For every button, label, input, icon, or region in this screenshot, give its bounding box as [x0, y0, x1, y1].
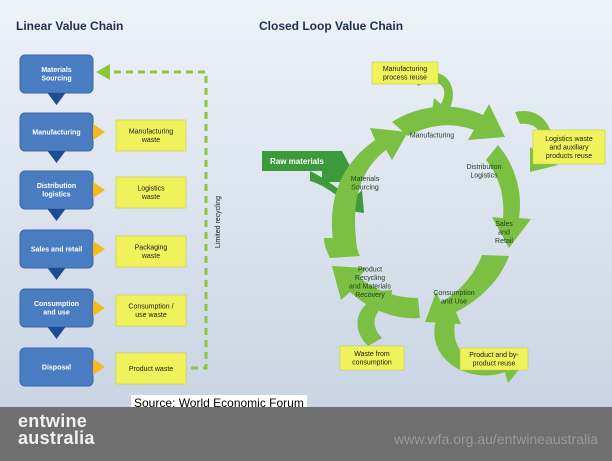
loop-arrow-materials: [331, 128, 408, 240]
loop-label-recycling: Recycling: [355, 275, 385, 282]
waste-pointer: [93, 182, 105, 198]
loop-label-sales: and: [498, 229, 510, 236]
manufacturing-reuse-arrow: [412, 72, 458, 124]
reuse-box: [532, 129, 606, 165]
reuse-box-product: Product and by-product reuse: [459, 347, 529, 371]
down-arrow: [47, 327, 66, 339]
reuse-label: Product and by-: [469, 352, 519, 359]
stage-label: and use: [43, 310, 70, 317]
waste-label: Product waste: [129, 366, 173, 373]
raw-materials-label: Raw materials: [270, 157, 324, 166]
stage-label: Distribution: [37, 183, 76, 190]
down-arrow: [47, 209, 66, 221]
reuse-label: and auxiliary: [549, 144, 589, 151]
stage-label: Sales and retail: [31, 246, 82, 253]
loop-label-distribution: Logistics: [470, 173, 498, 180]
waste-label: Packaging: [135, 245, 168, 252]
waste-box: [115, 176, 187, 209]
waste-label: Logistics: [137, 186, 165, 193]
reuse-box: [371, 61, 439, 85]
reuse-label: Waste from: [354, 351, 390, 358]
reuse-label: consumption: [352, 360, 392, 367]
entwine-logo: entwine australia: [18, 411, 95, 448]
loop-label-recycling: and Materials: [349, 284, 392, 291]
footer-url[interactable]: www.wfa.org.au/entwineaustralia: [394, 431, 598, 447]
linear-title: Linear Value Chain: [16, 19, 123, 33]
loop-label-materials: Sourcing: [351, 185, 379, 192]
raw-materials-arrow: [262, 151, 350, 182]
stage-label: Disposal: [42, 364, 71, 371]
reuse-label: process reuse: [383, 75, 427, 82]
down-arrow: [47, 93, 66, 105]
linear-stage-3: Sales and retail: [19, 229, 105, 280]
loop-label-distribution: Distribution: [466, 164, 501, 171]
logo-line-2: australia: [18, 428, 95, 448]
loop-label-manufacturing: Manufacturing: [410, 132, 454, 139]
loop-label-recycling: Product: [358, 267, 382, 274]
linear-stage-4: Consumption and use: [19, 288, 105, 339]
footer-bar: entwine australia www.wfa.org.au/entwine…: [0, 407, 612, 461]
stage-label: Materials: [41, 67, 71, 74]
reuse-label: Logistics waste: [545, 136, 593, 143]
waste-box: [115, 119, 187, 152]
waste-label: waste: [141, 137, 160, 144]
loop-label-sales: Retail: [495, 238, 513, 245]
linear-chain: MaterialsSourcingManufacturingDistributi…: [19, 54, 222, 387]
closed-loop-title: Closed Loop Value Chain: [259, 19, 403, 33]
reuse-box: [459, 347, 529, 371]
loop-arrow-manufacturing: [392, 104, 505, 140]
linear-waste-4: Product waste: [115, 352, 187, 385]
waste-label: waste: [141, 253, 160, 260]
logo-line-1: entwine: [18, 411, 88, 431]
loop-label-sales: Sales: [495, 221, 513, 228]
waste-pointer: [93, 300, 105, 316]
waste-box: [115, 294, 187, 327]
stage-label: logistics: [42, 192, 71, 199]
loop-label-recycling: Recovery: [355, 292, 385, 299]
loop-label-materials: Materials: [351, 176, 380, 183]
reuse-label: products reuse: [546, 153, 592, 160]
waste-label: Manufacturing: [129, 129, 173, 136]
waste-label: Consumption /: [128, 304, 173, 311]
loop-label-consumption: Consumption: [433, 290, 474, 297]
recycling-arrowhead: [96, 64, 110, 80]
value-chain-diagram: Linear Value Chain Closed Loop Value Cha…: [0, 0, 612, 407]
stage-label: Manufacturing: [32, 129, 80, 136]
stage-label: Consumption: [34, 301, 79, 308]
loop-arrow-distribution: [486, 145, 531, 248]
linear-stage-5: Disposal: [19, 347, 105, 387]
waste-box: [115, 235, 187, 268]
loop-label-consumption: and Use: [441, 299, 467, 306]
down-arrow: [47, 268, 66, 280]
waste-pointer: [93, 124, 105, 140]
waste-box: [115, 352, 187, 385]
recycling-dashed-line: [108, 70, 208, 370]
reuse-box: [339, 345, 405, 371]
loop-arrow-recycling: [324, 238, 360, 258]
limited-recycling-label: Limited recycling: [215, 196, 222, 248]
waste-label: use waste: [135, 312, 167, 319]
reuse-box-manufacturing: Manufacturing process reuse: [371, 61, 439, 85]
stage-label: Sourcing: [41, 76, 71, 83]
linear-waste-3: Consumption /use waste: [115, 294, 187, 327]
waste-pointer: [93, 241, 105, 257]
loop-arrow-sales: [425, 255, 509, 324]
linear-stage-1: Manufacturing: [19, 112, 105, 163]
waste-reuse-arrow: [357, 290, 392, 346]
down-arrow: [47, 151, 66, 163]
linear-stage-2: Distribution logistics: [19, 170, 105, 221]
reuse-label: product reuse: [473, 361, 516, 368]
reuse-label: Manufacturing: [383, 66, 427, 73]
reuse-box-waste: Waste from consumption: [339, 345, 405, 371]
waste-label: waste: [141, 194, 160, 201]
waste-pointer: [93, 359, 105, 375]
